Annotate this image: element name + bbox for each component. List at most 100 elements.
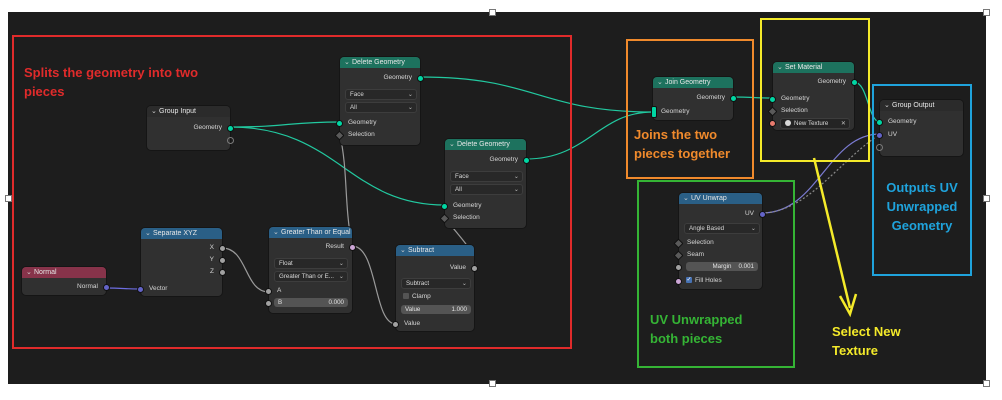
set-material-node[interactable]: ⌄Set Material Geometry Geometry Selectio… <box>767 62 858 130</box>
compare-operation-dropdown[interactable]: Greater Than or E...⌄ <box>274 271 348 282</box>
subtract-header[interactable]: ⌄Subtract <box>396 245 474 256</box>
compare-header[interactable]: ⌄Greater Than or Equal <box>269 227 352 238</box>
delete2-geometry-in-socket[interactable] <box>441 203 448 210</box>
chevron-down-icon: ⌄ <box>513 186 519 193</box>
separate-xyz-node[interactable]: ⌄Separate XYZ X Y Z Vector <box>137 228 226 296</box>
separate-z-socket[interactable] <box>219 269 226 276</box>
normal-output-socket[interactable] <box>103 284 110 291</box>
delete-geometry-node-2[interactable]: ⌄Delete Geometry Geometry Face⌄ All⌄ Geo… <box>439 139 530 228</box>
chevron-down-icon[interactable]: ⌄ <box>151 108 157 115</box>
compare-b-socket[interactable] <box>265 300 272 307</box>
set-material-geometry-in-socket[interactable] <box>769 96 776 103</box>
delete2-domain-dropdown[interactable]: Face⌄ <box>450 171 523 182</box>
set-material-material-socket[interactable] <box>769 120 776 127</box>
uv-unwrap-margin-socket[interactable] <box>675 264 682 271</box>
uv-unwrap-method-dropdown[interactable]: Angle Based⌄ <box>684 223 760 234</box>
frame-handle-right[interactable] <box>983 195 990 202</box>
delete-geometry-1-header[interactable]: ⌄Delete Geometry <box>340 57 420 68</box>
annotation-uv-line2: both pieces <box>650 331 723 346</box>
group-output-geometry-socket[interactable] <box>876 119 883 126</box>
uv-unwrap-fill-holes-socket[interactable] <box>675 278 682 285</box>
compare-b-field[interactable]: B 0.000 <box>274 298 348 307</box>
join-geometry-out-socket[interactable] <box>730 95 737 102</box>
delete1-geometry-in-socket[interactable] <box>336 120 343 127</box>
frame-handle-left[interactable] <box>5 195 12 202</box>
compare-node[interactable]: ⌄Greater Than or Equal Result Float⌄ Gre… <box>265 227 356 313</box>
annotation-outputs-line2: Unwrapped <box>886 199 958 214</box>
normal-node-header[interactable]: ⌄Normal <box>22 267 106 278</box>
chevron-down-icon[interactable]: ⌄ <box>400 247 406 254</box>
uv-unwrap-header[interactable]: ⌄UV Unwrap <box>679 193 762 204</box>
chevron-down-icon[interactable]: ⌄ <box>344 59 350 66</box>
chevron-down-icon[interactable]: ⌄ <box>145 230 151 237</box>
set-material-geometry-out-socket[interactable] <box>851 79 858 86</box>
annotation-select-line2: Texture <box>832 343 878 358</box>
separate-x-socket[interactable] <box>219 245 226 252</box>
group-output-uv-socket[interactable] <box>876 132 883 139</box>
annotation-select: Select New Texture <box>832 322 901 360</box>
chevron-down-icon[interactable]: ⌄ <box>657 79 663 86</box>
separate-vector-socket[interactable] <box>137 286 144 293</box>
delete2-mode-dropdown[interactable]: All⌄ <box>450 184 523 195</box>
delete2-selection-label: Selection <box>453 214 480 221</box>
chevron-down-icon[interactable]: ⌄ <box>884 102 890 109</box>
node-editor-canvas[interactable]: ⌄Normal Normal ⌄Group Input Geometry ⌄Se… <box>8 12 986 384</box>
link-group-input-to-delete2 <box>229 126 446 206</box>
normal-node[interactable]: ⌄Normal Normal <box>22 267 110 295</box>
subtract-value-in-socket[interactable] <box>392 321 399 328</box>
uv-unwrap-uv-socket[interactable] <box>759 211 766 218</box>
group-input-geometry-socket[interactable] <box>227 125 234 132</box>
fill-holes-checkbox[interactable]: ✓ <box>686 277 692 283</box>
frame-handle-bottom-right[interactable] <box>983 380 990 387</box>
group-output-node[interactable]: ⌄Group Output Geometry UV <box>876 100 963 156</box>
chevron-down-icon[interactable]: ⌄ <box>273 229 279 236</box>
group-input-title: Group Input <box>159 108 196 115</box>
join-geometry-multi-input-socket[interactable] <box>651 106 657 118</box>
group-output-header[interactable]: ⌄Group Output <box>880 100 963 111</box>
compare-result-socket[interactable] <box>349 244 356 251</box>
subtract-value-out-socket[interactable] <box>471 265 478 272</box>
material-name: New Texture <box>794 120 829 127</box>
material-selector[interactable]: New Texture ✕ <box>780 118 850 129</box>
subtract-operation-dropdown[interactable]: Subtract⌄ <box>401 278 471 289</box>
chevron-down-icon[interactable]: ⌄ <box>449 141 455 148</box>
separate-xyz-header[interactable]: ⌄Separate XYZ <box>141 228 222 239</box>
frame-handle-top[interactable] <box>489 9 496 16</box>
separate-y-socket[interactable] <box>219 257 226 264</box>
delete1-geometry-out-label: Geometry <box>383 74 412 81</box>
compare-b-label: B <box>278 299 283 306</box>
delete1-geometry-out-socket[interactable] <box>417 75 424 82</box>
compare-a-socket[interactable] <box>265 288 272 295</box>
chevron-down-icon[interactable]: ⌄ <box>26 269 32 276</box>
group-output-title: Group Output <box>892 102 935 109</box>
chevron-down-icon[interactable]: ⌄ <box>777 64 783 71</box>
compare-b-value: 0.000 <box>328 299 344 306</box>
delete1-mode-dropdown[interactable]: All⌄ <box>345 102 417 113</box>
uv-unwrap-node[interactable]: ⌄UV Unwrap UV Angle Based⌄ Selection Sea… <box>673 193 766 289</box>
delete2-geometry-out-socket[interactable] <box>523 157 530 164</box>
close-icon[interactable]: ✕ <box>840 120 846 127</box>
group-input-empty-socket[interactable] <box>227 137 234 144</box>
frame-handle-bottom[interactable] <box>489 380 496 387</box>
set-material-header[interactable]: ⌄Set Material <box>773 62 854 73</box>
compare-mode-dropdown[interactable]: Float⌄ <box>274 258 348 269</box>
clamp-checkbox[interactable] <box>403 293 409 299</box>
chevron-down-icon[interactable]: ⌄ <box>683 195 689 202</box>
group-input-header[interactable]: ⌄Group Input <box>147 106 230 117</box>
delete1-domain-dropdown[interactable]: Face⌄ <box>345 89 417 100</box>
join-geometry-header[interactable]: ⌄Join Geometry <box>653 77 733 88</box>
join-geometry-node[interactable]: ⌄Join Geometry Geometry Geometry <box>651 77 737 120</box>
annotation-join-line2: pieces together <box>634 146 731 161</box>
delete-geometry-2-header[interactable]: ⌄Delete Geometry <box>445 139 526 150</box>
delete-geometry-node-1[interactable]: ⌄Delete Geometry Geometry Face⌄ All⌄ Geo… <box>334 57 424 145</box>
annotation-box-group-output <box>872 84 972 276</box>
group-input-node[interactable]: ⌄Group Input Geometry <box>147 106 234 150</box>
subtract-value-in-label: Value <box>404 320 421 327</box>
fill-holes-label: Fill Holes <box>695 277 722 284</box>
chevron-down-icon: ⌄ <box>513 173 519 180</box>
frame-handle-top-right[interactable] <box>983 9 990 16</box>
group-output-empty-socket[interactable] <box>876 144 883 151</box>
